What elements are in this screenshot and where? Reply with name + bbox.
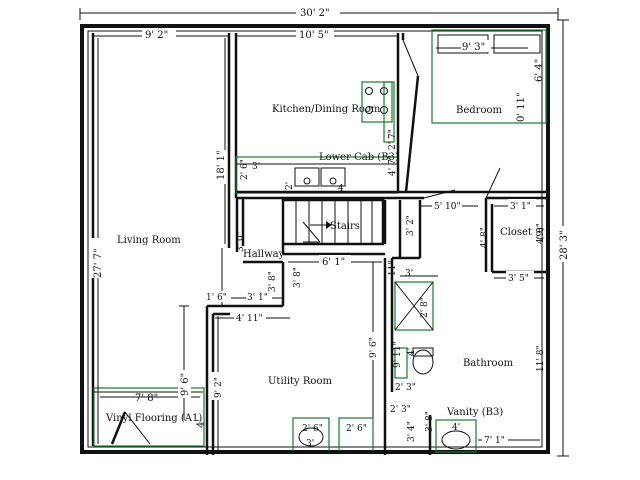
overall-depth-label: 28' 3" bbox=[559, 230, 570, 260]
lower-cab-label: Lower Cab (B3) bbox=[319, 152, 399, 163]
hall-small-label: 11" bbox=[388, 260, 398, 276]
hall-a-label: 5' 10" bbox=[434, 202, 461, 212]
hallway: Hallway 3' 0" 6' 1" 3' 8" 3' 8" 1' 6" 3'… bbox=[205, 198, 385, 308]
cab-b-label: 2' 6" bbox=[240, 159, 250, 180]
cab-d-label: 4' bbox=[338, 184, 346, 194]
vinyl-width-label: 7' 8" bbox=[135, 393, 158, 404]
util-w3-label: 3' bbox=[306, 439, 314, 449]
bath-a-label: 3' bbox=[405, 269, 413, 279]
living-room: Living Room 9' 2" 27' 7" 9' 6" bbox=[91, 28, 228, 444]
vanity-x-label: 7' 1" bbox=[484, 436, 505, 446]
vanity-w-label: 4' bbox=[452, 423, 460, 433]
vanity-label: Vanity (B3) bbox=[446, 407, 503, 418]
closet-code-label: (9) bbox=[535, 227, 546, 240]
kitchen-depth-label: 18' 1" bbox=[216, 150, 227, 180]
cab-c-label: 2' bbox=[285, 182, 295, 190]
overall-width-dimension: 30' 2" bbox=[79, 5, 559, 20]
living-room-label: Living Room bbox=[117, 235, 181, 246]
hallway-label: Hallway bbox=[243, 249, 285, 260]
bathroom: 3' 2' 8" 9' 11" 2' 3" 2' 3" Bathroom 11'… bbox=[383, 256, 546, 455]
vanity: Vanity (B3) 4' 7' 1" bbox=[435, 407, 540, 453]
util-w2-label: 2' 6" bbox=[346, 424, 367, 434]
hall-vert-label: 3' 0" bbox=[236, 231, 246, 252]
util-top-label: 4' 11" bbox=[236, 314, 263, 324]
util-w1-label: 2' 6" bbox=[302, 424, 323, 434]
closet-w-label: 3' 1" bbox=[510, 202, 531, 212]
bed-depth-a-label: 6' 4" bbox=[534, 59, 545, 82]
bath-b-label: 2' 8" bbox=[420, 297, 430, 318]
bedroom: 9' 3" Bedroom 6' 4" 0' 11" bbox=[431, 29, 547, 124]
kitchen-dining-room: 10' 5" Kitchen/Dining Room 18' 1" Lower … bbox=[213, 28, 399, 244]
cab-top-label: 2' 7" bbox=[388, 129, 398, 150]
bedroom-label: Bedroom bbox=[456, 105, 502, 116]
hall-e-label: 1' 6" bbox=[206, 293, 227, 303]
overall-depth-dimension: 28' 3" bbox=[556, 19, 570, 457]
stairs: Stairs 3' 2" bbox=[281, 198, 416, 258]
closet-label: Closet bbox=[500, 227, 532, 238]
bath-f-label: 11' 8" bbox=[536, 345, 546, 372]
closet-b-label: 3' 5" bbox=[508, 274, 529, 284]
stairs-label: Stairs bbox=[330, 221, 360, 232]
hall-width-label: 6' 1" bbox=[322, 257, 345, 268]
cab-side-label: 4' 7" bbox=[388, 155, 398, 176]
bath-e-label: 2' 3" bbox=[390, 405, 411, 415]
bed-width-label: 9' 3" bbox=[462, 42, 485, 53]
bath-c-label: 9' 11" bbox=[393, 341, 403, 368]
bath-d-label: 2' 3" bbox=[395, 383, 416, 393]
vinyl-depth-label: 4' bbox=[196, 419, 207, 428]
kitchen-label: Kitchen/Dining Room bbox=[272, 104, 381, 115]
closet: 5' 10" 3' 1" Closet (9) 4' 8" 4' 8" 3' 5… bbox=[418, 198, 546, 284]
living-low-label: 9' 6" bbox=[180, 373, 191, 396]
living-width-label: 9' 2" bbox=[145, 30, 168, 41]
stairs-side-label: 3' 2" bbox=[406, 215, 416, 236]
hall-d2-label: 3' 8" bbox=[293, 267, 303, 288]
cab-a-label: 3' bbox=[252, 162, 260, 172]
vinyl-flooring-area: 7' 8" Vinyl Flooring (A1) 4' bbox=[93, 387, 207, 447]
kitchen-bedroom-walls bbox=[237, 33, 548, 200]
misc-labels: 11" 4' bbox=[388, 260, 417, 356]
utility-label: Utility Room bbox=[268, 376, 332, 387]
util-side-label: 9' 6" bbox=[369, 337, 379, 358]
hall-d-label: 3' 8" bbox=[268, 271, 278, 292]
utility-room: 4' 11" Utility Room 9' 6" 9' 2" 2' 6" 3'… bbox=[211, 262, 385, 454]
bed-depth-b-label: 0' 11" bbox=[516, 92, 527, 122]
closet-d1-label: 4' 8" bbox=[480, 227, 490, 248]
vinyl-label: Vinyl Flooring (A1) bbox=[105, 413, 202, 424]
sink-d-label: 4' bbox=[407, 348, 417, 356]
bath-g-label: 3' 4" bbox=[407, 421, 417, 442]
bathroom-label: Bathroom bbox=[463, 358, 514, 369]
living-depth-label: 27' 7" bbox=[93, 248, 104, 278]
overall-width-label: 30' 2" bbox=[300, 8, 330, 19]
hall-f-label: 3' 1" bbox=[247, 293, 268, 303]
kitchen-width-label: 10' 5" bbox=[299, 30, 329, 41]
util-side2-label: 9' 2" bbox=[214, 377, 224, 398]
closet-d2-label: 4' 8" bbox=[536, 223, 546, 244]
